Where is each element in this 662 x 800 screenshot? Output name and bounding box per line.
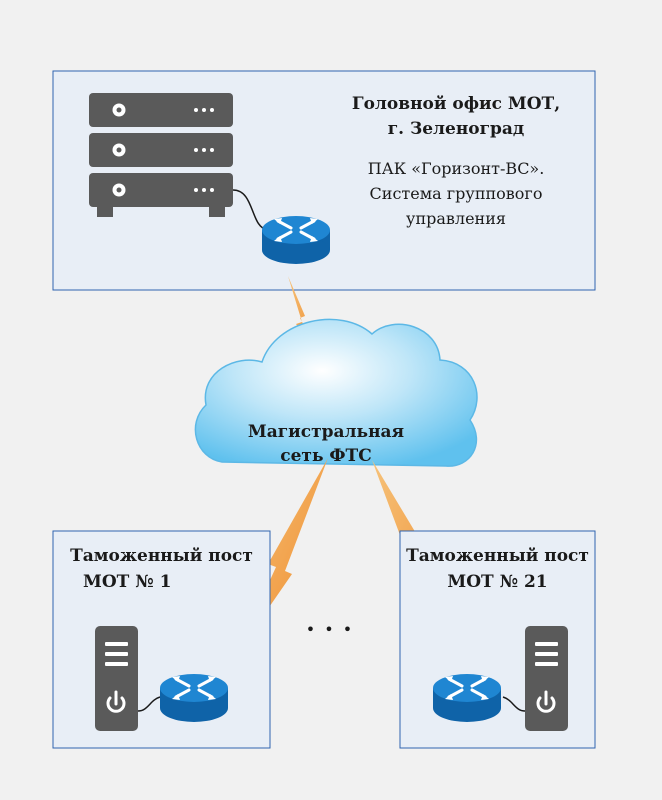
head-office-desc-line3: управления: [406, 209, 506, 228]
post-left-number: МОТ № 1: [83, 572, 172, 592]
post-right-title: Таможенный пост: [406, 546, 589, 566]
post-left-title: Таможенный пост: [70, 546, 253, 566]
router-icon: [260, 214, 332, 266]
head-office-desc-line2: Система группового: [369, 184, 543, 203]
ellipsis: • • •: [305, 620, 355, 639]
cloud-label-line2: сеть ФТС: [280, 446, 372, 466]
router-icon: [158, 672, 230, 724]
post-right-number: МОТ № 21: [447, 572, 548, 592]
server-cable: [137, 696, 161, 712]
head-office-title: Головной офис МОТ,: [351, 94, 561, 114]
head-office-city: г. Зеленоград: [387, 119, 525, 139]
tower-server-icon: [525, 626, 568, 731]
server-cable: [502, 696, 526, 712]
lightning-link-icon: [288, 276, 318, 352]
router-icon: [431, 672, 503, 724]
cloud-label-line1: Магистральная: [247, 422, 405, 442]
head-office-desc-line1: ПАК «Горизонт-ВС».: [367, 159, 545, 178]
rack-server-icon: [89, 93, 233, 217]
tower-server-icon: [95, 626, 138, 731]
cloud-icon: [194, 318, 478, 467]
